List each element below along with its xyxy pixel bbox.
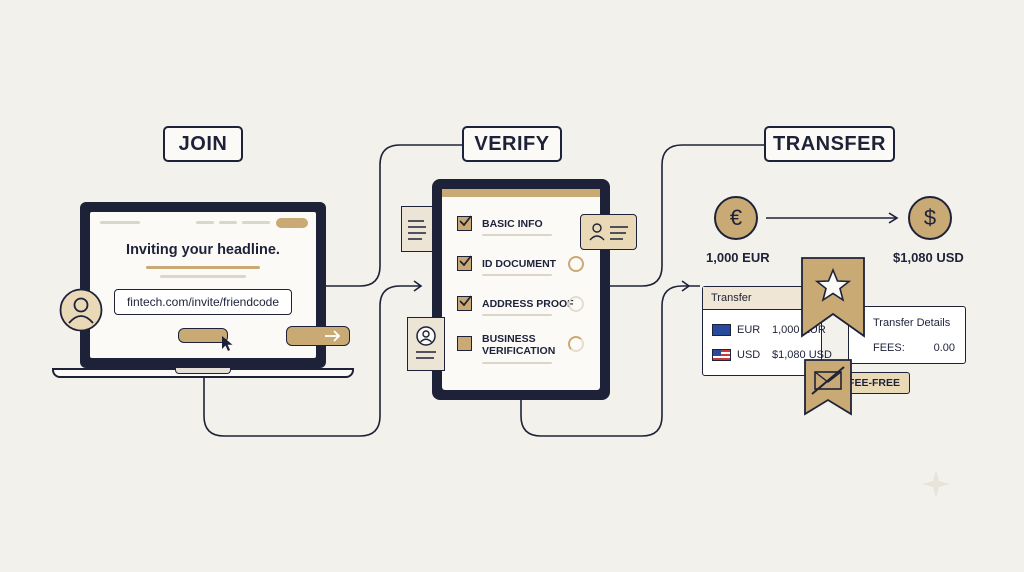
transfer-row-eur: EUR — [712, 324, 760, 336]
checkbox-business-verification[interactable] — [457, 336, 472, 351]
progress-ring — [568, 256, 584, 272]
verify-item-label: ADDRESS PROOF — [482, 298, 574, 310]
arrowhead-transfer — [681, 280, 691, 292]
transfer-details-title: Transfer Details — [873, 317, 951, 329]
invite-url-field[interactable]: fintech.com/invite/friendcode — [114, 289, 292, 315]
continue-arrow-button[interactable] — [286, 326, 350, 346]
headline-underline — [146, 266, 260, 269]
dollar-icon: $ — [908, 196, 952, 240]
checkbox-basic-info[interactable] — [457, 215, 472, 231]
step-label-verify: VERIFY — [462, 126, 562, 162]
verify-item-label: BUSINESS — [482, 333, 536, 345]
fees-value: 0.00 — [933, 342, 955, 354]
connector-join-verify-bottom — [203, 285, 420, 437]
progress-ring — [568, 336, 584, 352]
cursor-icon — [222, 336, 233, 351]
tablet — [432, 179, 610, 400]
eu-flag-icon — [712, 324, 731, 336]
nav-logo-placeholder — [100, 221, 140, 224]
nav-link-placeholder[interactable] — [196, 221, 214, 224]
id-document-icon — [407, 317, 445, 371]
avatar-icon — [59, 288, 103, 332]
fee-free-tag: FEE-FREE — [838, 372, 910, 394]
fees-label: FEES: — [873, 342, 905, 354]
nav-cta-button[interactable] — [276, 218, 308, 228]
connector-verify-transfer-bottom — [520, 285, 700, 437]
landing-headline: Inviting your headline. — [126, 242, 280, 258]
from-amount: 1,000 EUR — [706, 250, 770, 265]
checkbox-id-document[interactable] — [457, 255, 472, 271]
no-fee-badge-icon — [804, 359, 852, 416]
step-label-join: JOIN — [163, 126, 243, 162]
verify-item-label: ID DOCUMENT — [482, 258, 557, 270]
item-underline — [482, 362, 552, 364]
transfer-details-card: Transfer Details FEES: 0.00 — [848, 306, 966, 364]
verify-item-label: BASIC INFO — [482, 218, 543, 230]
id-card-icon — [580, 214, 637, 250]
transfer-amount: $1,080 USD — [772, 349, 832, 361]
item-underline — [482, 314, 552, 316]
transfer-row-usd: USD — [712, 349, 760, 361]
join-submit-button[interactable] — [178, 328, 228, 343]
nav-link-placeholder[interactable] — [242, 221, 270, 224]
subheadline-placeholder — [160, 275, 246, 278]
progress-ring — [568, 296, 584, 312]
star-badge-icon — [801, 257, 865, 338]
item-underline — [482, 274, 552, 276]
step-label-transfer: TRANSFER — [764, 126, 895, 162]
laptop-notch — [175, 368, 231, 374]
document-icon — [401, 206, 433, 252]
euro-icon: € — [714, 196, 758, 240]
checkbox-address-proof[interactable] — [457, 295, 472, 311]
sparkle-icon — [922, 470, 950, 498]
currency-code: EUR — [737, 324, 761, 336]
connector-verify-transfer-top — [610, 144, 764, 287]
transfer-card-title: Transfer — [703, 287, 821, 310]
us-flag-icon — [712, 349, 731, 361]
tablet-header-bar — [442, 189, 600, 197]
item-underline — [482, 234, 552, 236]
connector-join-verify-top — [326, 144, 462, 287]
currency-code: USD — [737, 349, 761, 361]
nav-link-placeholder[interactable] — [219, 221, 237, 224]
to-amount: $1,080 USD — [893, 250, 964, 265]
verify-item-label: VERIFICATION — [482, 345, 556, 357]
arrowhead-verify — [413, 280, 423, 292]
